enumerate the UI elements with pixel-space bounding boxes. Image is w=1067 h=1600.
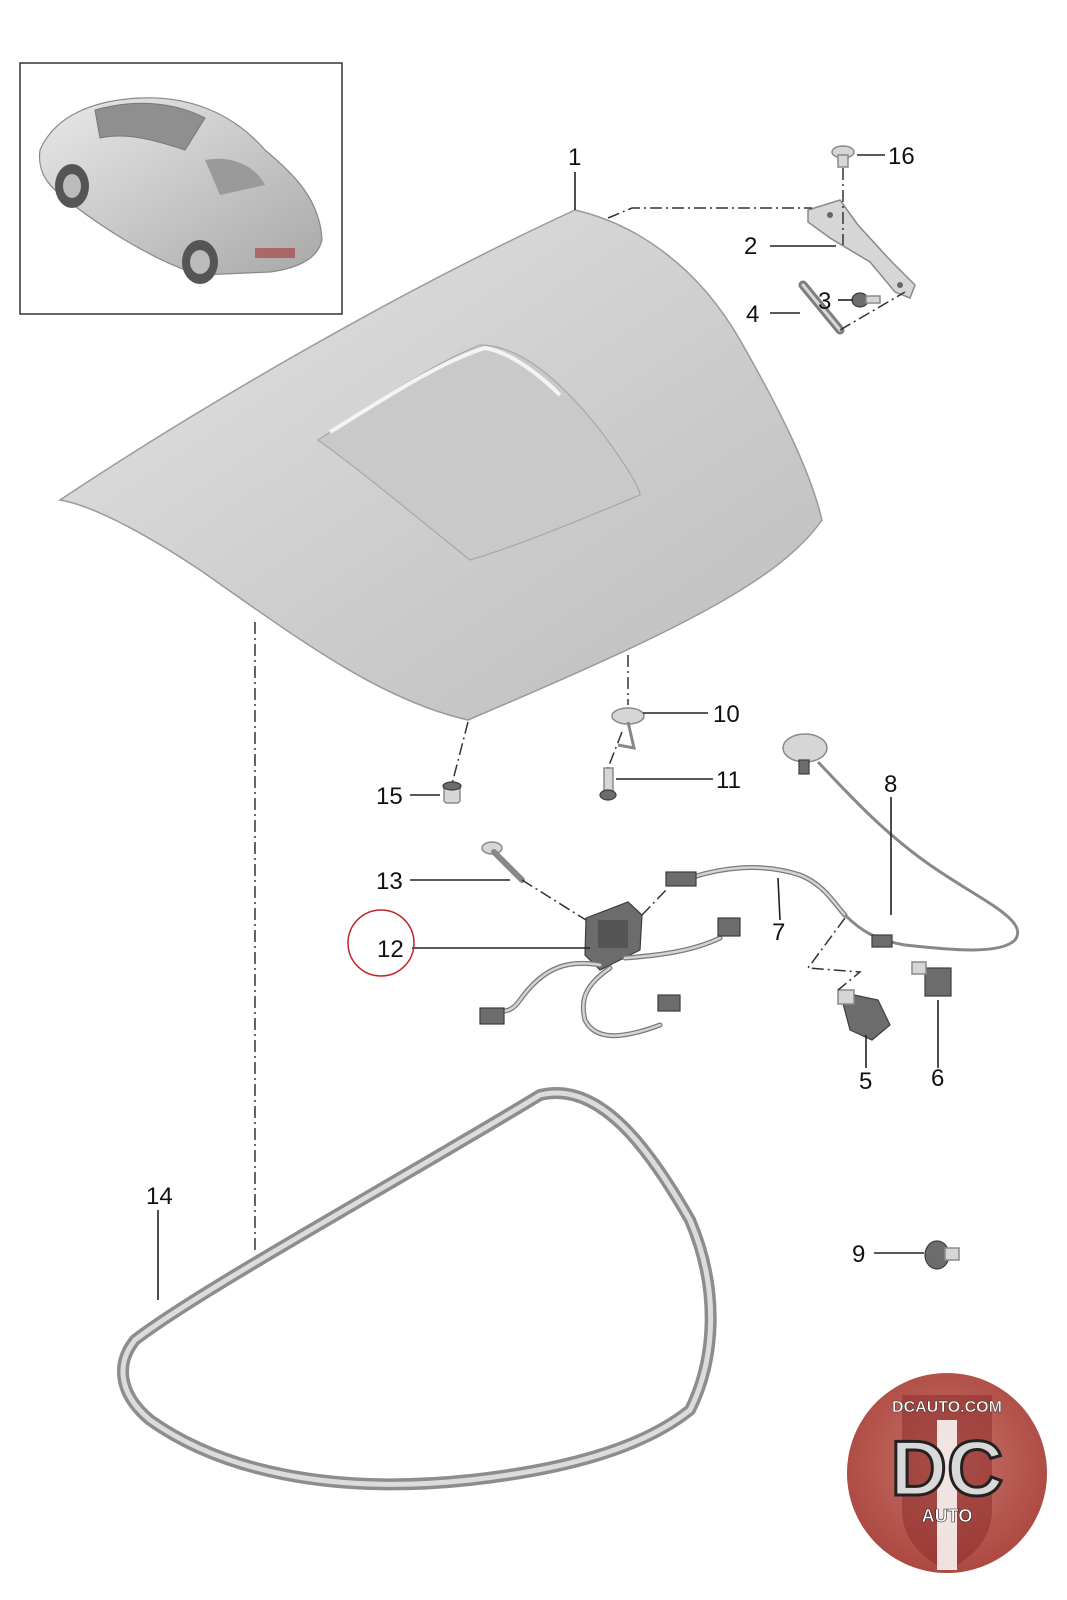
callout-10: 10 bbox=[713, 701, 740, 728]
vehicle-thumbnail bbox=[19, 62, 343, 315]
bolt-part bbox=[851, 292, 881, 308]
clip-part bbox=[831, 145, 855, 168]
buffer-part bbox=[442, 781, 462, 804]
highlight-circle bbox=[347, 909, 415, 977]
callout-5: 5 bbox=[859, 1068, 872, 1095]
callout-16: 16 bbox=[888, 143, 915, 170]
callout-4: 4 bbox=[746, 301, 759, 328]
fastener-part bbox=[924, 1240, 960, 1270]
assembly-lines bbox=[254, 168, 906, 1250]
logo-bottom-text: AUTO bbox=[922, 1506, 973, 1526]
hood-seal-part bbox=[117, 1087, 717, 1491]
dcauto-logo: DCAUTO.COM DC AUTO bbox=[847, 1373, 1047, 1573]
callout-6: 6 bbox=[931, 1065, 944, 1092]
switch-part bbox=[837, 989, 891, 1041]
callout-1: 1 bbox=[568, 144, 581, 171]
callout-2: 2 bbox=[744, 233, 757, 260]
pin-part bbox=[481, 841, 525, 883]
logo-big-text: DC bbox=[891, 1424, 1004, 1512]
callout-13: 13 bbox=[376, 868, 403, 895]
callout-8: 8 bbox=[884, 771, 897, 798]
screw-part bbox=[599, 767, 617, 801]
logo-top-text: DCAUTO.COM bbox=[892, 1399, 1002, 1416]
striker-part bbox=[611, 707, 645, 750]
car-illustration bbox=[38, 97, 323, 284]
callout-9: 9 bbox=[852, 1241, 865, 1268]
sensor-part bbox=[911, 961, 952, 997]
callout-15: 15 bbox=[376, 783, 403, 810]
release-cable-part bbox=[782, 733, 1019, 952]
callout-7: 7 bbox=[772, 919, 785, 946]
callout-14: 14 bbox=[146, 1183, 173, 1210]
gas-strut-part bbox=[798, 280, 845, 335]
callout-12: 12 bbox=[377, 936, 404, 963]
callout-labels: 1 16 2 3 4 10 11 15 8 13 12 7 5 6 9 14 bbox=[146, 143, 944, 1268]
callout-3: 3 bbox=[818, 288, 831, 315]
callout-11: 11 bbox=[716, 767, 741, 794]
hood-lock-part bbox=[479, 901, 741, 1039]
bowden-cable-part bbox=[665, 865, 848, 918]
hinge-bracket-part bbox=[807, 199, 916, 299]
hood-part bbox=[58, 209, 823, 721]
leader-lines bbox=[157, 154, 939, 1300]
